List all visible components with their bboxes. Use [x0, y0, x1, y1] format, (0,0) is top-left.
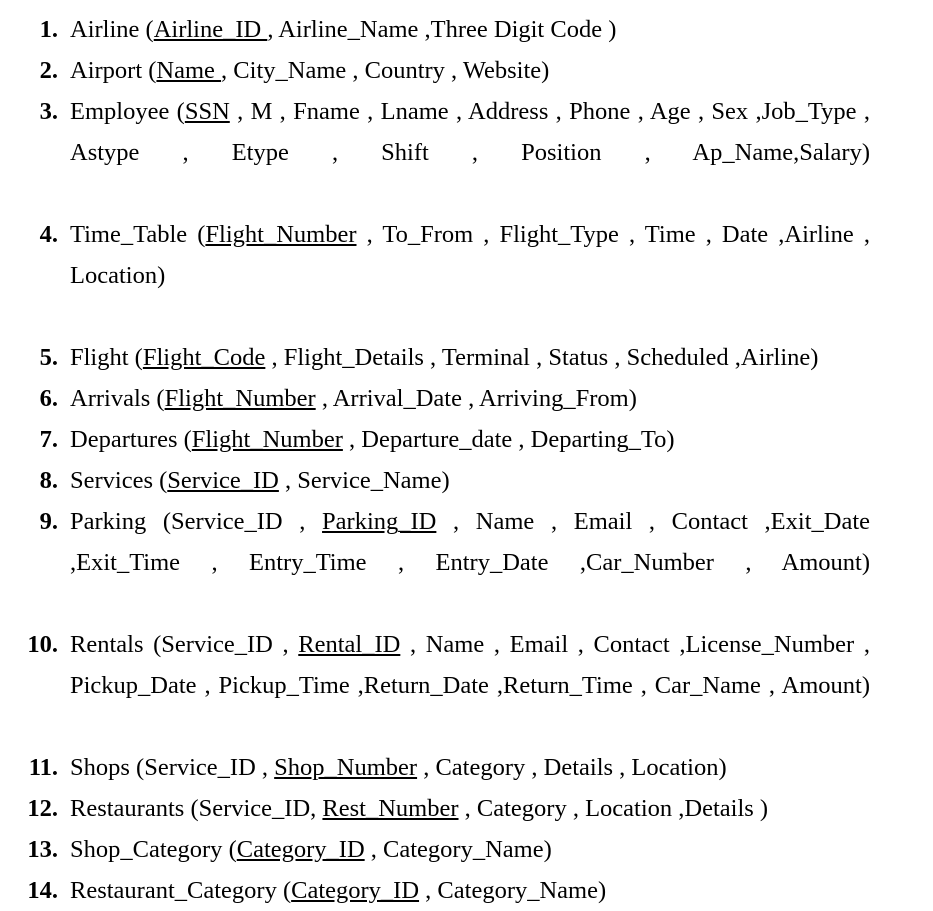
list-item-number: 7. — [39, 426, 58, 453]
list-item-number: 6. — [39, 385, 58, 412]
schema-list-item: 3. Employee (SSN , M , Fname , Lname , Ad… — [0, 91, 933, 214]
list-item-number: 5. — [39, 344, 58, 371]
primary-key-attribute: Flight_Code — [142, 344, 266, 371]
list-item-number: 2. — [39, 57, 58, 84]
list-item-number: 14. — [27, 877, 58, 904]
relation-definition: Shops (Service_ID , Shop_Number , Catego… — [70, 747, 870, 788]
relation-definition: Parking (Service_ID , Parking_ID , Name … — [70, 501, 870, 624]
primary-key-attribute: Flight_Number — [205, 221, 357, 248]
relation-open-paren: ( — [150, 385, 165, 412]
relation-definition: Rentals (Service_ID , Rental_ID , Name ,… — [70, 624, 870, 747]
relation-attributes: , Airline_Name ,Three Digit Code ) — [267, 16, 617, 43]
relation-open-paren: ( — [142, 57, 157, 84]
list-item-number: 1. — [39, 16, 58, 43]
relation-open-paren: (Service_ID , — [146, 508, 323, 535]
relation-name: Airport — [70, 57, 143, 84]
schema-list-item: 13. Shop_Category (Category_ID , Category… — [0, 829, 933, 870]
relation-attributes: , Category_Name) — [364, 836, 552, 863]
relation-open-paren: ( — [139, 16, 154, 43]
relation-attributes: , Category , Details , Location) — [417, 754, 727, 781]
relation-open-paren: ( — [169, 98, 185, 125]
primary-key-attribute: Airline_ID — [153, 16, 268, 43]
relation-open-paren: ( — [177, 426, 192, 453]
primary-key-attribute: Parking_ID — [322, 508, 437, 535]
relation-name: Departures — [70, 426, 178, 453]
relation-open-paren: ( — [222, 836, 237, 863]
relation-name: Shop_Category — [70, 836, 223, 863]
schema-list-item: 8. Services (Service_ID , Service_Name) — [0, 460, 933, 501]
relation-definition: Airport (Name , City_Name , Country , We… — [70, 50, 870, 91]
relation-open-paren: (Service_ID , — [129, 754, 275, 781]
relation-definition: Departures (Flight_Number , Departure_da… — [70, 419, 870, 460]
primary-key-attribute: Service_ID — [167, 467, 279, 494]
relation-name: Employee — [70, 98, 170, 125]
relation-definition: Airline (Airline_ID , Airline_Name ,Thre… — [70, 9, 870, 50]
relation-open-paren: ( — [276, 877, 292, 904]
relation-definition: Shop_Category (Category_ID , Category_Na… — [70, 829, 870, 870]
list-item-number: 13. — [27, 836, 58, 863]
relation-attributes: , Name , Email , Contact ,Exit_Date ,Exi… — [70, 508, 870, 576]
relation-attributes: , Category , Location ,Details ) — [458, 795, 769, 822]
schema-list-item: 1. Airline (Airline_ID , Airline_Name ,Th… — [0, 9, 933, 50]
relation-attributes: , M , Fname , Lname , Address , Phone , … — [70, 98, 870, 166]
relation-name: Restaurant_Category — [70, 877, 277, 904]
relation-name: Time_Table — [70, 221, 188, 248]
relation-attributes: , Name , Email , Contact ,License_Number… — [70, 631, 870, 699]
schema-list-item: 4. Time_Table (Flight_Number , To_From , … — [0, 214, 933, 337]
schema-list-item: 2. Airport (Name , City_Name , Country , … — [0, 50, 933, 91]
list-item-number: 4. — [39, 221, 58, 248]
relation-name: Rentals — [70, 631, 144, 658]
primary-key-attribute: Category_ID — [236, 836, 365, 863]
relation-definition: Arrivals (Flight_Number , Arrival_Date ,… — [70, 378, 870, 419]
list-item-number: 3. — [39, 98, 58, 125]
schema-list-item: 7. Departures (Flight_Number , Departure_… — [0, 419, 933, 460]
schema-list-item: 10. Rentals (Service_ID , Rental_ID , Nam… — [0, 624, 933, 747]
primary-key-attribute: Flight_Number — [191, 426, 343, 453]
primary-key-attribute: Shop_Number — [274, 754, 418, 781]
primary-key-attribute: Rest_Number — [322, 795, 459, 822]
primary-key-attribute: Flight_Number — [164, 385, 316, 412]
relation-definition: Restaurant_Category (Category_ID , Categ… — [70, 870, 870, 911]
relation-attributes: , Departure_date , Departing_To) — [342, 426, 675, 453]
relation-definition: Services (Service_ID , Service_Name) — [70, 460, 870, 501]
relation-attributes: , Category_Name) — [419, 877, 607, 904]
relation-name: Parking — [70, 508, 147, 535]
relation-name: Services — [70, 467, 153, 494]
schema-list-item: 14. Restaurant_Category (Category_ID , Ca… — [0, 870, 933, 911]
relation-open-paren: ( — [187, 221, 206, 248]
list-item-number: 8. — [39, 467, 58, 494]
relation-definition: Employee (SSN , M , Fname , Lname , Addr… — [70, 91, 870, 214]
primary-key-attribute: Rental_ID — [298, 631, 401, 658]
relation-name: Flight — [70, 344, 129, 371]
schema-list-item: 11. Shops (Service_ID , Shop_Number , Cat… — [0, 747, 933, 788]
list-item-number: 11. — [28, 754, 58, 781]
primary-key-attribute: Category_ID — [291, 877, 420, 904]
relation-attributes: , Flight_Details , Terminal , Status , S… — [265, 344, 819, 371]
list-item-number: 9. — [39, 508, 58, 535]
relation-attributes: , City_Name , Country , Website) — [221, 57, 550, 84]
relation-name: Shops — [70, 754, 130, 781]
relation-open-paren: (Service_ID, — [184, 795, 323, 822]
relation-open-paren: ( — [128, 344, 143, 371]
relation-definition: Time_Table (Flight_Number , To_From , Fl… — [70, 214, 870, 337]
primary-key-attribute: SSN — [184, 98, 230, 125]
relation-name: Restaurants — [70, 795, 185, 822]
schema-list-item: 9. Parking (Service_ID , Parking_ID , Nam… — [0, 501, 933, 624]
relation-open-paren: (Service_ID , — [143, 631, 299, 658]
relation-name: Airline — [70, 16, 140, 43]
list-item-number: 10. — [27, 631, 58, 658]
relation-open-paren: ( — [153, 467, 168, 494]
primary-key-attribute: Name — [156, 57, 222, 84]
relation-attributes: , Service_Name) — [278, 467, 450, 494]
relation-name: Arrivals — [70, 385, 151, 412]
relation-definition: Restaurants (Service_ID, Rest_Number , C… — [70, 788, 870, 829]
schema-list-item: 5. Flight (Flight_Code , Flight_Details ,… — [0, 337, 933, 378]
relation-attributes: , To_From , Flight_Type , Time , Date ,A… — [70, 221, 870, 289]
schema-list-item: 6. Arrivals (Flight_Number , Arrival_Date… — [0, 378, 933, 419]
relation-attributes: , Arrival_Date , Arriving_From) — [315, 385, 637, 412]
schema-list-item: 12. Restaurants (Service_ID, Rest_Number … — [0, 788, 933, 829]
relation-definition: Flight (Flight_Code , Flight_Details , T… — [70, 337, 870, 378]
list-item-number: 12. — [27, 795, 58, 822]
